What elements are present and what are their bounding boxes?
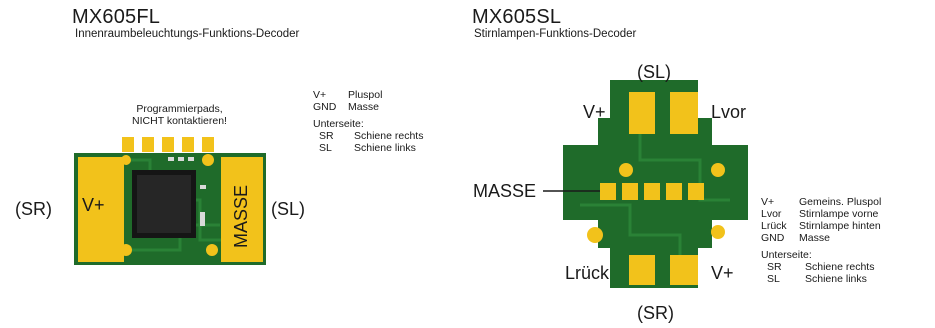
left-pcb [74,137,266,265]
left-decoder-title: MX605FL [72,6,161,28]
mid-pad [622,183,638,200]
legend-key: V+ [761,196,775,208]
prog-pad [162,137,174,152]
legend-value: Stirnlampe hinten [799,220,881,232]
legend-key: SR [767,261,782,273]
left-round-pad [121,155,131,165]
legend-row: V+ Gemeins. Pluspol [761,196,881,208]
legend-row: GND Masse [313,101,423,113]
prog-pads-note-line2: NICHT kontaktieren! [132,115,227,127]
right-decoder-title: MX605SL [472,6,562,28]
pad-lrueck [629,255,655,285]
prog-pad [182,137,194,152]
legend-value: Schiene links [805,273,867,285]
legend-row: Lvor Stirnlampe vorne [761,208,881,220]
mid-pad [644,183,660,200]
smd-part [168,157,174,161]
left-pad-vplus [78,157,124,262]
prog-pad [202,137,214,152]
legend-value: Masse [348,101,379,113]
underside-title: Unterseite: [313,118,364,130]
legend-value: Schiene rechts [354,130,424,142]
pad-vplus-bottom [670,255,698,285]
legend-key: GND [313,101,337,113]
left-chip-die [137,175,191,233]
underside-title: Unterseite: [761,249,812,261]
left-legend: V+ Pluspol GND Masse Unterseite: SR Schi… [313,89,423,154]
legend-row: SL Schiene links [313,142,423,154]
pad-text-vplus: V+ [82,195,105,215]
pad-vplus-top [629,92,655,134]
mid-pad [666,183,682,200]
legend-key: Lrück [761,220,787,232]
legend-value: Schiene rechts [805,261,875,273]
smd-part [178,157,184,161]
label-lrueck: Lrück [565,263,610,283]
left-round-pad [120,244,132,256]
legend-key: V+ [313,89,327,101]
left-round-pad [206,244,218,256]
smd-part [200,212,205,226]
label-right-sr: (SR) [637,303,674,323]
legend-key: GND [761,232,785,244]
legend-key: Lvor [761,208,782,220]
smd-part [188,157,194,161]
right-decoder-subtitle: Stirnlampen-Funktions-Decoder [474,28,637,40]
legend-key: SL [319,142,332,154]
right-round-pad [587,227,603,243]
legend-key: SR [319,130,334,142]
legend-row: SL Schiene links [761,273,881,285]
left-pad-masse [221,157,263,262]
legend-row: V+ Pluspol [313,89,423,101]
legend-row: SR Schiene rechts [313,130,423,142]
label-left-sl: (SL) [271,199,306,219]
legend-value: Stirnlampe vorne [799,208,879,220]
prog-pad [142,137,154,152]
right-round-pad [619,163,633,177]
legend-row: SR Schiene rechts [761,261,881,273]
mid-pad [688,183,704,200]
left-round-pad [202,154,214,166]
label-vplus-bottom: V+ [711,263,734,283]
label-left-sr: (SR) [15,199,52,219]
pad-lvor [670,92,698,134]
left-decoder-subtitle: Innenraumbeleuchtungs-Funktions-Decoder [75,28,300,40]
smd-part [200,185,206,189]
legend-key: SL [767,273,780,285]
prog-pads-note-line1: Programmierpads, [136,103,223,115]
legend-value: Gemeins. Pluspol [799,196,882,208]
pad-text-masse: MASSE [231,184,251,248]
label-right-sl: (SL) [637,62,672,82]
right-pcb [543,80,748,288]
prog-pads-note: Programmierpads, NICHT kontaktieren! [112,103,247,127]
legend-row: Lrück Stirnlampe hinten [761,220,881,232]
legend-row: GND Masse [761,232,881,244]
right-legend: V+ Gemeins. Pluspol Lvor Stirnlampe vorn… [761,196,881,285]
right-pcb-trace [638,130,730,202]
right-round-pad [711,163,725,177]
legend-value: Schiene links [354,142,416,154]
right-round-pad [711,225,725,239]
label-lvor: Lvor [711,102,747,122]
label-masse: MASSE [473,181,537,201]
legend-value: Pluspol [348,89,383,101]
legend-value: Masse [799,232,830,244]
mid-pad [600,183,616,200]
right-pcb-trace [580,203,682,260]
label-vplus-top: V+ [583,102,606,122]
prog-pad [122,137,134,152]
